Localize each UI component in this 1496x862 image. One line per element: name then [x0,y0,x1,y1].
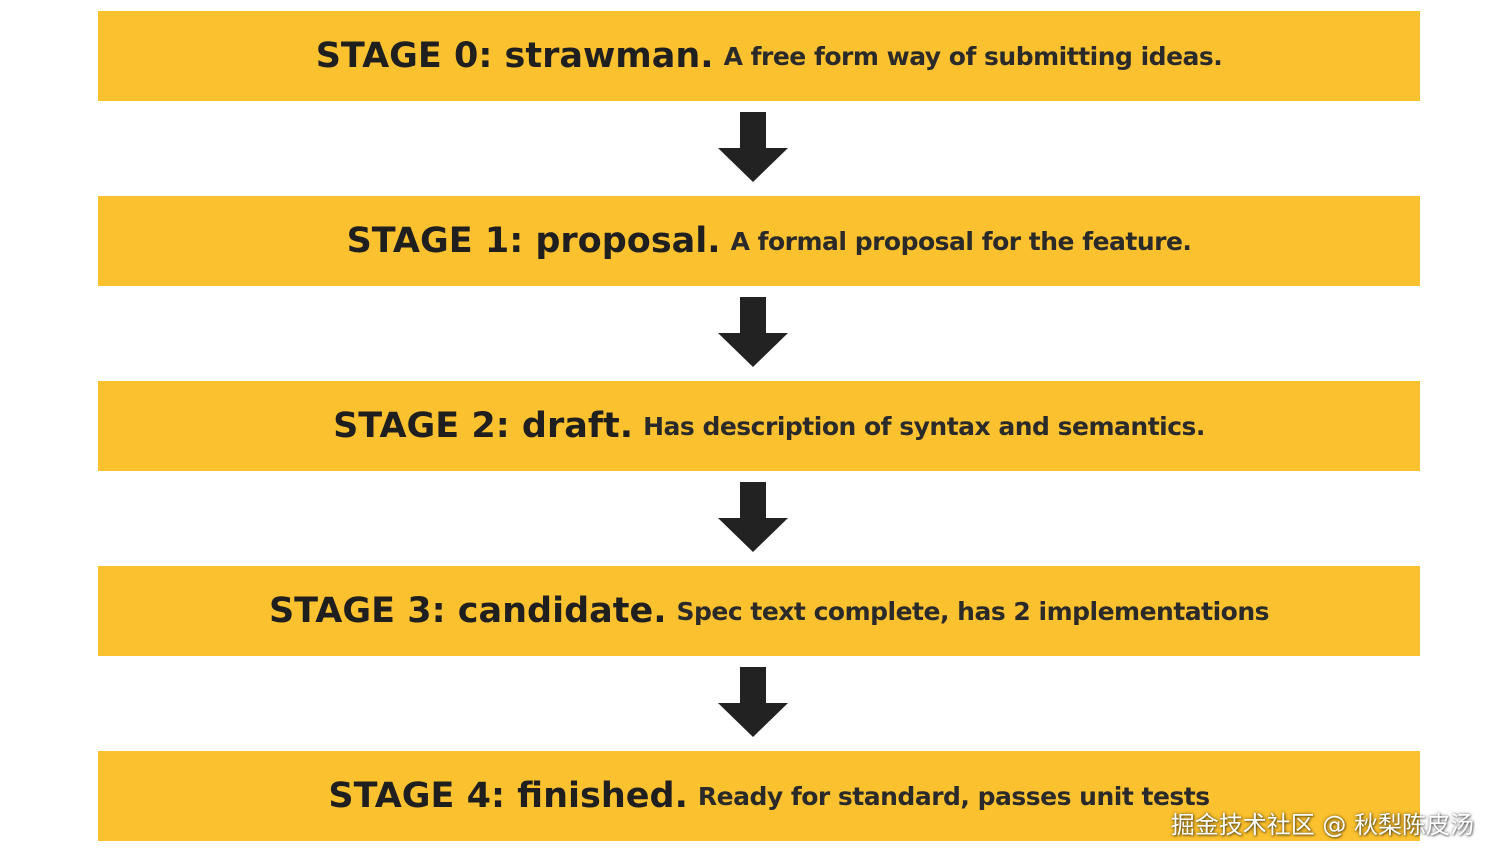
stage-4-box: STAGE 4: finished. Ready for standard, p… [98,751,1420,841]
stage-1-box: STAGE 1: proposal. A formal proposal for… [98,196,1420,286]
down-arrow-icon [718,297,788,367]
stage-4-description: Ready for standard, passes unit tests [697,781,1210,811]
stage-0-description: A free form way of submitting ideas. [723,41,1223,71]
down-arrow-icon [718,667,788,737]
stage-2-description: Has description of syntax and semantics. [643,411,1205,441]
stage-1-description: A formal proposal for the feature. [730,226,1192,256]
stage-4-title: STAGE 4: finished. [328,776,688,816]
watermark: 掘金技术社区 @ 秋梨陈皮汤 [1170,811,1474,839]
stage-1-title: STAGE 1: proposal. [346,221,721,261]
stage-3-description: Spec text complete, has 2 implementation… [676,596,1270,626]
down-arrow-icon [718,482,788,552]
stage-2-box: STAGE 2: draft. Has description of synta… [98,381,1420,471]
stage-3-box: STAGE 3: candidate. Spec text complete, … [98,566,1420,656]
stage-0-title: STAGE 0: strawman. [315,36,714,76]
down-arrow-icon [718,112,788,182]
stage-0-box: STAGE 0: strawman. A free form way of su… [98,11,1420,101]
stage-2-title: STAGE 2: draft. [333,406,634,446]
stage-3-title: STAGE 3: candidate. [268,591,667,631]
